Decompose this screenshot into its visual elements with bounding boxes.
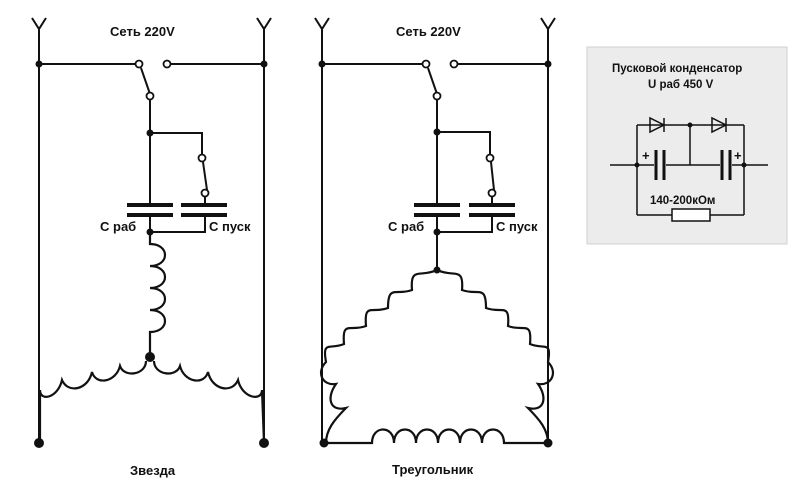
inset-node-right — [741, 162, 747, 168]
tri-switch-contact-b — [449, 59, 459, 69]
star-terminal-left-icon — [31, 17, 47, 64]
inset-cap-right — [720, 150, 732, 180]
tri-mains-label: Сеть 220V — [396, 24, 461, 39]
tri-start-switch-contact — [487, 188, 497, 198]
star-coil-left — [38, 360, 148, 443]
resistor-icon — [671, 208, 711, 222]
tri-terminal-left-icon — [314, 17, 330, 64]
star-switch-contact-b — [162, 59, 172, 69]
tri-start-switch-blade — [490, 161, 495, 191]
tri-terminal-bl — [319, 438, 329, 448]
star-terminal-br — [259, 438, 269, 448]
star-c-start-label: С пуск — [209, 219, 251, 234]
start-capacitor-inset: Пусковой конденсатор U раб 450 V + + 140… — [586, 46, 788, 245]
tri-switch-pivot — [432, 91, 442, 101]
tri-coil-left — [319, 268, 438, 444]
star-top-right-node — [260, 60, 268, 68]
inset-plus-left: + — [642, 148, 650, 163]
star-c-work-label: С раб — [100, 219, 136, 234]
star-switch-blade — [140, 67, 151, 95]
tri-coil-right — [436, 268, 555, 444]
tri-cap-return — [436, 215, 493, 233]
star-caption: Звезда — [130, 463, 176, 478]
tri-c-work-capacitor — [414, 203, 460, 217]
star-cap-return — [149, 215, 206, 233]
tri-terminal-right-icon — [540, 17, 556, 64]
triangle-circuit: С раб С пуск Сеть 220V Треугольник — [314, 17, 556, 477]
inset-title-line1: Пусковой конденсатор — [612, 63, 742, 75]
star-top-left-node — [35, 60, 43, 68]
inset-cap-left — [654, 150, 666, 180]
tri-terminal-br — [543, 438, 553, 448]
star-coil-right — [152, 360, 266, 444]
star-start-branch — [150, 132, 203, 155]
tri-start-switch-pivot — [485, 153, 495, 163]
tri-coil-bottom — [326, 428, 548, 445]
tri-c-start-capacitor — [469, 203, 515, 217]
diode-left-icon — [649, 116, 666, 134]
star-terminal-bl — [34, 438, 44, 448]
tri-c-work-label: С раб — [388, 219, 424, 234]
star-c-work-capacitor — [127, 203, 173, 217]
star-switch-contact-a — [134, 59, 144, 69]
star-center-node — [145, 352, 155, 362]
inset-plus-right: + — [734, 148, 742, 163]
tri-c-start-label: С пуск — [496, 219, 538, 234]
star-start-switch-pivot — [197, 153, 207, 163]
star-c-start-capacitor — [181, 203, 227, 217]
star-terminal-right-icon — [256, 17, 272, 64]
star-circuit: С раб С пуск Сеть 220V Звезда — [31, 17, 272, 478]
inset-title-line2: U раб 450 V — [648, 79, 714, 91]
star-mains-label: Сеть 220V — [110, 24, 175, 39]
tri-switch-contact-a — [421, 59, 431, 69]
tri-switch-blade — [427, 67, 438, 95]
inset-node-left — [634, 162, 640, 168]
star-switch-pivot — [145, 91, 155, 101]
tri-top-right-node — [544, 60, 552, 68]
star-start-switch-blade — [202, 161, 208, 191]
star-coil-top — [148, 232, 167, 356]
star-start-switch-contact — [200, 188, 210, 198]
tri-caption: Треугольник — [392, 462, 474, 477]
diode-right-icon — [711, 116, 728, 134]
tri-start-branch — [437, 131, 491, 155]
tri-top-left-node — [318, 60, 326, 68]
inset-resistor-label: 140-200кОм — [650, 195, 715, 207]
